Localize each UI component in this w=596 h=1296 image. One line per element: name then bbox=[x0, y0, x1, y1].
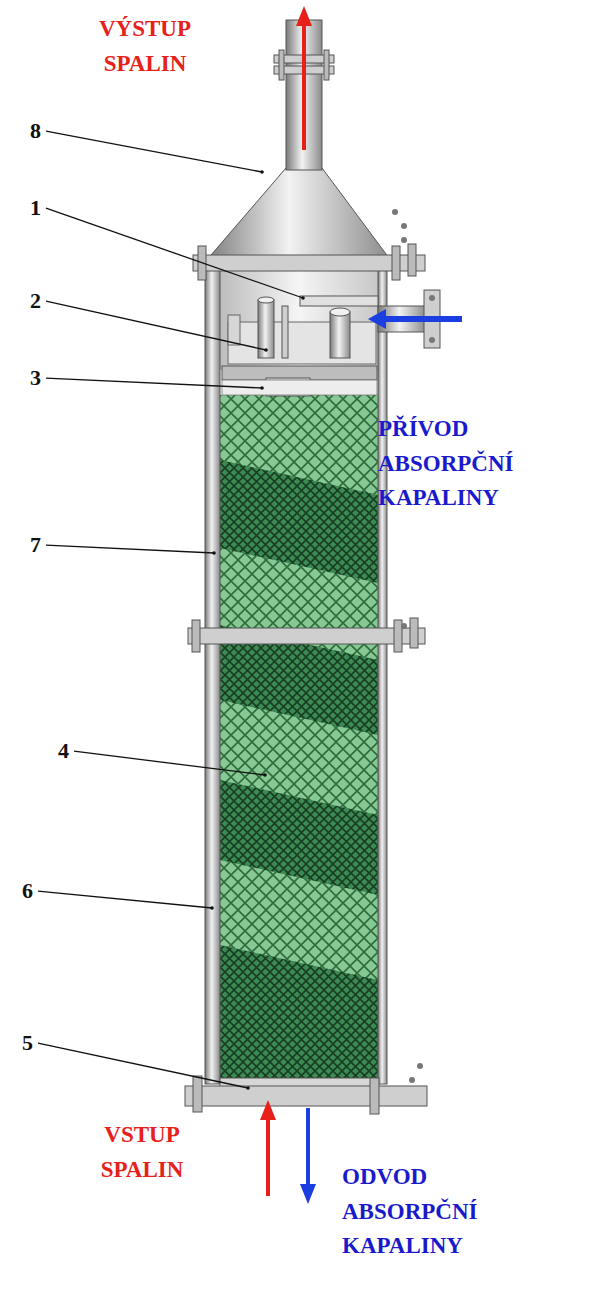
leader-line bbox=[38, 891, 212, 908]
leader-dot bbox=[301, 296, 305, 300]
leader-line bbox=[46, 301, 266, 350]
packing-bed bbox=[220, 395, 378, 1083]
flow-arrows bbox=[368, 309, 386, 329]
flow-arrows bbox=[260, 1100, 276, 1120]
callout-number: 8 bbox=[30, 118, 41, 144]
flow-arrows bbox=[266, 1118, 270, 1196]
outlet-pipe bbox=[279, 50, 284, 80]
outlet-pipe bbox=[286, 20, 322, 170]
top-cover bbox=[193, 255, 425, 271]
callout-number: 7 bbox=[30, 532, 41, 558]
top-cover bbox=[401, 223, 407, 229]
distribution-plate bbox=[222, 366, 377, 396]
liquid-distributor bbox=[228, 296, 378, 364]
leader-line bbox=[74, 751, 265, 775]
flow-arrows bbox=[260, 6, 462, 1204]
top-cover bbox=[401, 237, 407, 243]
callout-number: 4 bbox=[58, 738, 69, 764]
middle-flange bbox=[192, 620, 200, 652]
leader-dot bbox=[210, 906, 214, 910]
liquid-inlet-nozzle bbox=[429, 295, 435, 301]
flow-label: VÝSTUP SPALIN bbox=[78, 12, 212, 81]
middle-flange bbox=[394, 620, 402, 652]
callout-number: 2 bbox=[30, 288, 41, 314]
callout-number: 1 bbox=[30, 195, 41, 221]
callout-number: 6 bbox=[22, 878, 33, 904]
leader-dot bbox=[246, 1086, 250, 1090]
leader-line bbox=[46, 208, 303, 298]
column-shell bbox=[378, 262, 387, 1084]
leader-line bbox=[46, 131, 262, 172]
liquid-distributor bbox=[282, 306, 288, 358]
liquid-distributor bbox=[228, 322, 376, 364]
top-cover bbox=[392, 209, 398, 215]
outlet-pipe bbox=[324, 50, 329, 80]
packing-bed bbox=[220, 395, 378, 1083]
top-cover bbox=[392, 246, 400, 280]
bottom-flange bbox=[417, 1063, 423, 1069]
bottom-flange bbox=[185, 1086, 427, 1106]
bottom-flange bbox=[409, 1077, 415, 1083]
liquid-distributor bbox=[330, 312, 350, 358]
middle-flange bbox=[188, 628, 425, 644]
liquid-distributor bbox=[258, 297, 274, 303]
liquid-inlet-nozzle bbox=[429, 337, 435, 343]
packing-bed bbox=[220, 780, 378, 895]
bottom-flange bbox=[185, 1063, 427, 1114]
leader-dot bbox=[264, 348, 268, 352]
packing-bed bbox=[220, 460, 378, 1083]
liquid-distributor bbox=[228, 315, 240, 345]
leader-dot bbox=[263, 773, 267, 777]
upper-chamber bbox=[220, 257, 378, 371]
leader-lines bbox=[38, 131, 305, 1090]
flow-label: VSTUP SPALIN bbox=[80, 1118, 204, 1187]
flow-label: ODVOD ABSORPČNÍ KAPALINY bbox=[342, 1160, 520, 1264]
packing-bed bbox=[220, 460, 378, 583]
flow-arrows bbox=[306, 1108, 310, 1186]
bottom-flange bbox=[193, 1076, 202, 1112]
leader-line bbox=[46, 378, 262, 388]
top-cover bbox=[205, 168, 392, 262]
flow-arrows bbox=[296, 6, 312, 26]
callout-number: 5 bbox=[22, 1030, 33, 1056]
liquid-distributor bbox=[330, 308, 350, 316]
top-cover bbox=[408, 244, 416, 276]
leader-line bbox=[46, 545, 214, 553]
flow-label: PŘÍVOD ABSORPČNÍ KAPALINY bbox=[378, 412, 550, 516]
packing-bed bbox=[220, 945, 378, 1083]
leader-line bbox=[38, 1043, 248, 1088]
outlet-pipe bbox=[274, 20, 334, 170]
flow-arrows bbox=[302, 24, 306, 150]
upper-chamber bbox=[220, 268, 378, 370]
middle-flange bbox=[410, 618, 418, 648]
bottom-flange bbox=[370, 1078, 379, 1114]
leader-dot bbox=[212, 551, 216, 555]
flow-arrows bbox=[300, 1184, 316, 1204]
middle-flange bbox=[188, 618, 425, 652]
callout-number: 3 bbox=[30, 365, 41, 391]
liquid-distributor bbox=[300, 296, 378, 306]
flow-arrows bbox=[384, 316, 462, 322]
leader-dot bbox=[260, 386, 264, 390]
leader-dot bbox=[260, 170, 264, 174]
middle-flange bbox=[401, 623, 407, 629]
column-shell bbox=[205, 262, 387, 1084]
top-cover bbox=[193, 168, 425, 280]
